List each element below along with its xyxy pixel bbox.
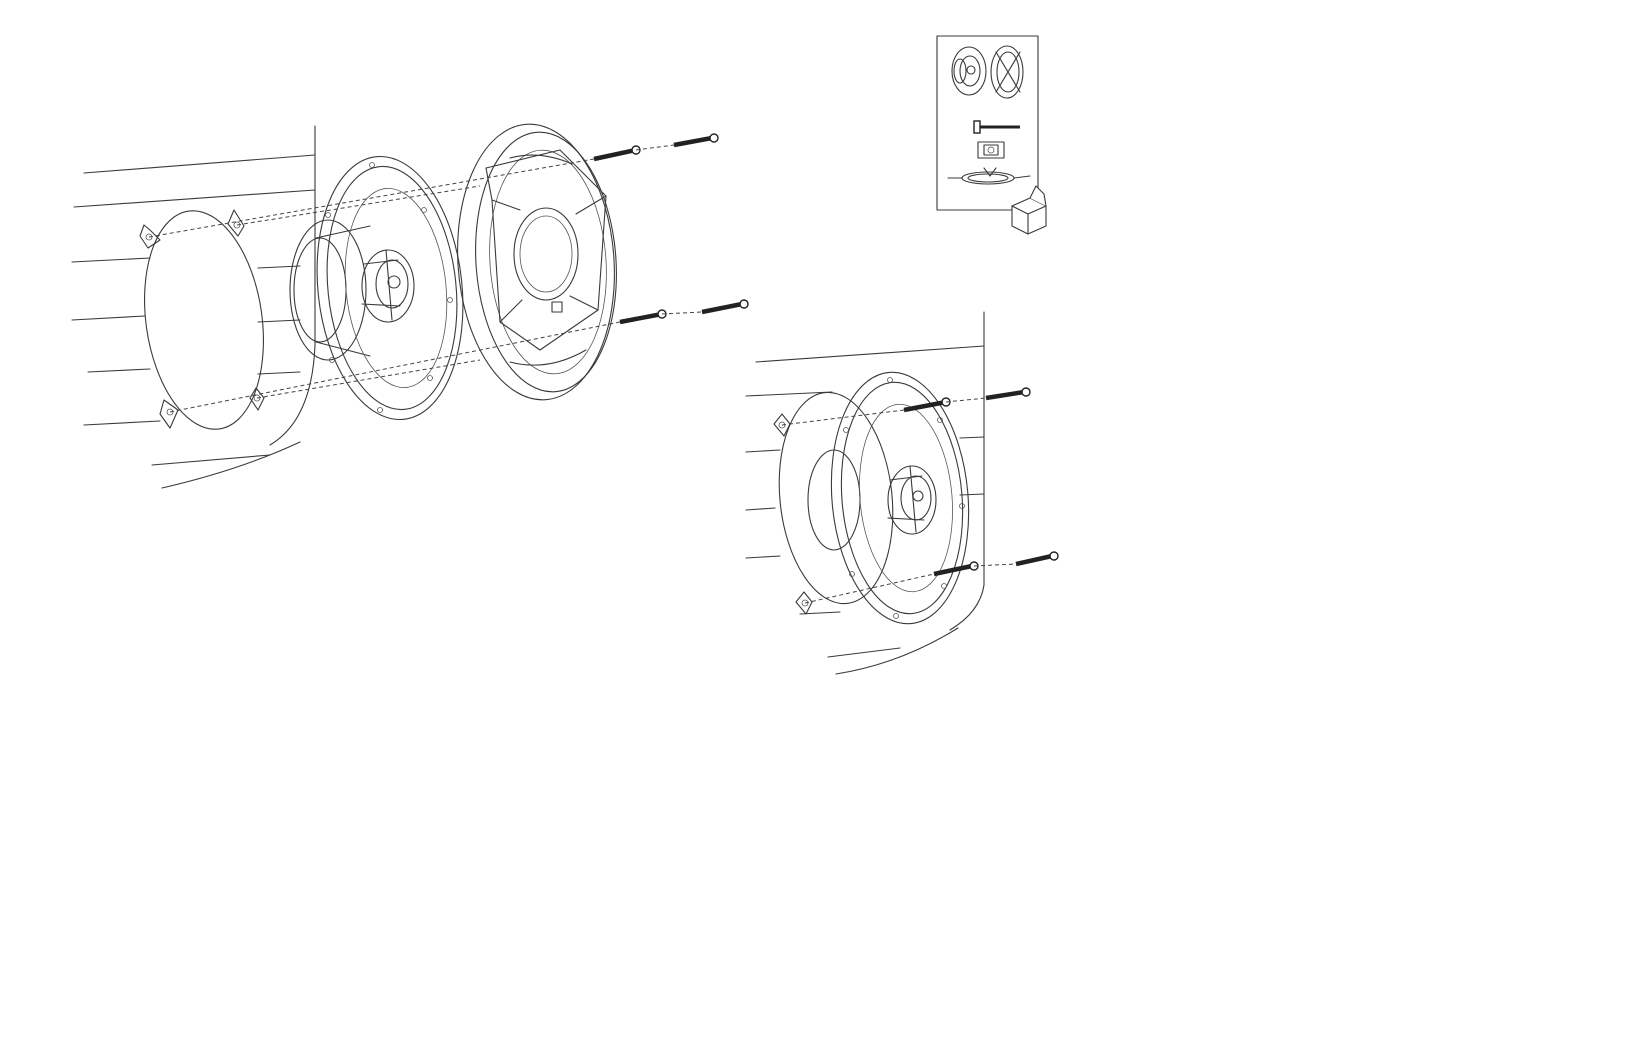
mounting-hole-right xyxy=(769,387,903,614)
grille-left xyxy=(449,119,625,405)
inset-grille-icon xyxy=(991,46,1023,98)
screws-right xyxy=(904,388,1058,574)
alignment-lines-left xyxy=(149,145,702,412)
screws-left xyxy=(594,134,748,322)
mounting-hole-left xyxy=(131,203,276,437)
inset-speaker-icon xyxy=(952,47,986,95)
inset-wires-icon xyxy=(948,168,1030,184)
speaker-right xyxy=(808,367,979,630)
inset-screw-icon xyxy=(974,121,1020,133)
alignment-lines-right xyxy=(782,398,1016,603)
package-contents-inset xyxy=(937,36,1046,234)
assembled-installation-view xyxy=(746,312,1058,674)
inset-box-icon xyxy=(1012,186,1046,234)
inset-clip-icon xyxy=(978,142,1004,158)
door-panel-left xyxy=(72,126,315,488)
exploded-installation-view xyxy=(72,119,748,488)
door-panel-right xyxy=(746,312,984,674)
